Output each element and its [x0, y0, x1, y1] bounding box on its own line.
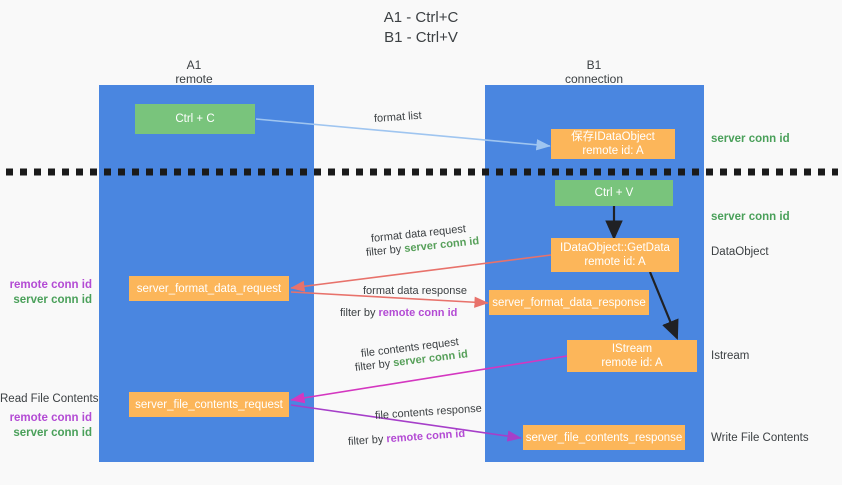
left-note-file-conn-ids: remote conn id server conn id — [0, 411, 92, 441]
side-note-write-file-contents: Write File Contents — [711, 432, 809, 444]
filter-prefix: filter by — [347, 433, 387, 448]
node-server-file-contents-response[interactable]: server_file_contents_response — [523, 425, 685, 450]
node-server-format-data-request[interactable]: server_format_data_request — [129, 276, 289, 301]
side-note-istream: Istream — [711, 350, 750, 362]
left-note-format-conn-ids: remote conn id server conn id — [0, 278, 92, 308]
column-header-a1: A1 remote — [119, 58, 269, 86]
node-idataobject-line1: 保存IDataObject — [571, 131, 655, 143]
node-idataobject-line2: remote id: A — [582, 145, 644, 157]
node-idataobject[interactable]: 保存IDataObject remote id: A — [551, 129, 675, 159]
conn-id-server: server conn id — [13, 294, 92, 306]
column-header-b1: B1 connection — [519, 58, 669, 86]
side-note-server-conn-id-top: server conn id — [711, 133, 790, 145]
node-istream-line2: remote id: A — [601, 357, 663, 369]
node-istream-line1: IStream — [611, 343, 653, 355]
conn-id-remote: remote conn id — [9, 412, 92, 424]
edge-label-file-contents-response: file contents response — [374, 402, 483, 422]
node-ctrl-c[interactable]: Ctrl + C — [135, 104, 255, 134]
column-header-b1-name: B1 — [586, 58, 602, 72]
node-getdata-line2: remote id: A — [584, 256, 646, 268]
left-note-read-file-contents: Read File Contents — [0, 393, 99, 405]
edge-label-format-list: format list — [373, 109, 422, 125]
node-getdata-line1: IDataObject::GetData — [560, 242, 670, 254]
filter-prefix: filter by — [354, 357, 394, 374]
node-istream[interactable]: IStream remote id: A — [567, 340, 697, 372]
node-server-file-contents-request[interactable]: server_file_contents_request — [129, 392, 289, 417]
conn-id-server: server conn id — [13, 427, 92, 439]
edge-label-format-data-response-filter: filter by remote conn id — [340, 306, 457, 320]
node-ctrl-v[interactable]: Ctrl + V — [555, 180, 673, 206]
node-server-format-data-response[interactable]: server_format_data_response — [489, 290, 649, 315]
side-note-server-conn-id-mid: server conn id — [711, 211, 790, 223]
edge-label-file-contents-response-filter: filter by remote conn id — [348, 427, 466, 449]
edge-label-format-data-response: format data response — [363, 285, 467, 297]
column-header-a1-sub: remote — [175, 72, 213, 86]
node-getdata[interactable]: IDataObject::GetData remote id: A — [551, 238, 679, 272]
column-header-a1-name: A1 — [186, 58, 202, 72]
conn-id-remote: remote conn id — [9, 279, 92, 291]
side-note-dataobject: DataObject — [711, 246, 769, 258]
filter-prefix: filter by — [340, 307, 379, 319]
conn-id-remote: remote conn id — [386, 427, 466, 446]
page-title: A1 - Ctrl+C B1 - Ctrl+V — [383, 9, 459, 46]
filter-prefix: filter by — [365, 243, 405, 259]
column-header-b1-sub: connection — [564, 72, 624, 86]
conn-id-remote: remote conn id — [378, 307, 458, 319]
